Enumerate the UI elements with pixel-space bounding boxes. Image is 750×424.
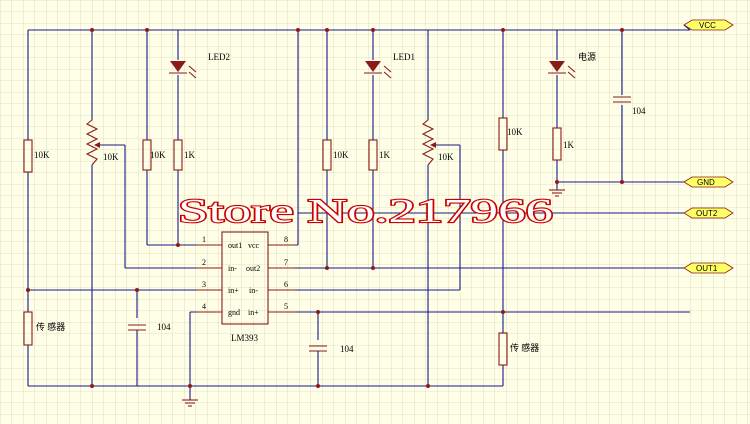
pin-4-number: 4	[202, 302, 206, 311]
led1-label: LED1	[393, 52, 415, 62]
cap3-label: 104	[632, 106, 646, 116]
cap1-label: 104	[157, 322, 171, 332]
pin-in-minus-right-label: in-	[249, 286, 258, 295]
port-gnd-label: GND	[697, 178, 715, 187]
pin-1-number: 1	[202, 235, 206, 244]
r5-label: 1K	[379, 150, 391, 160]
led-2: LED2	[169, 52, 230, 79]
capacitor-3: 104	[613, 96, 646, 116]
cap2-label: 104	[340, 344, 354, 354]
port-vcc: VCC	[683, 19, 734, 31]
r2-label: 10K	[150, 150, 166, 160]
r4-label: 10K	[333, 150, 349, 160]
resistor-r1: 10K	[23, 139, 50, 173]
resistor-r5: 1K	[368, 139, 391, 171]
vcc-rail	[27, 28, 690, 245]
pin-8-number: 8	[284, 235, 288, 244]
resistor-r7: 1K	[552, 127, 575, 161]
led-power: 电源	[548, 51, 596, 79]
r6-label: 10K	[507, 127, 523, 137]
sensor-1: 传 感器	[23, 311, 65, 346]
r7-label: 1K	[563, 140, 575, 150]
pin-3-number: 3	[202, 280, 206, 289]
resistor-r2: 10K	[142, 139, 166, 171]
port-out1-label: OUT1	[696, 264, 718, 273]
port-out2-label: OUT2	[696, 209, 718, 218]
pin-out2-label: out2	[246, 264, 260, 273]
sensor2-label: 传 感器	[510, 342, 539, 353]
signal-wires	[26, 75, 690, 340]
r1-label: 10K	[34, 150, 50, 160]
capacitor-2: 104	[309, 344, 354, 358]
led3-label: 电源	[578, 51, 596, 62]
pin-out1-label: out1	[228, 241, 242, 250]
sensor1-label: 传 感器	[36, 321, 65, 332]
pin-in-plus-right-label: in+	[248, 308, 259, 317]
port-out2: OUT2	[683, 207, 734, 219]
port-out1: OUT1	[683, 262, 734, 274]
resistor-r3: 1K	[173, 139, 196, 171]
pin-in-minus-left-label: in-	[228, 264, 237, 273]
pin-7-number: 7	[284, 258, 288, 267]
lm393-chip: 1 2 3 4 8 7 6 5 out1 vcc in- out2 in+ in…	[196, 231, 295, 343]
resistor-r4: 10K	[322, 139, 349, 171]
pin-gnd-label: gnd	[228, 308, 240, 317]
chip-name: LM393	[231, 333, 259, 343]
led-1: LED1	[364, 52, 415, 79]
pin-6-number: 6	[284, 280, 288, 289]
port-gnd: GND	[683, 176, 734, 188]
pin-5-number: 5	[284, 302, 288, 311]
potentiometer-2: 10K	[421, 119, 454, 166]
pin-in-plus-left-label: in+	[228, 286, 239, 295]
sensor-2: 传 感器	[498, 332, 539, 366]
pin-vcc-label: vcc	[248, 241, 260, 250]
resistor-r6: 10K	[498, 117, 523, 151]
capacitor-1: 104	[128, 322, 171, 338]
r3-label: 1K	[184, 150, 196, 160]
pin-2-number: 2	[202, 258, 206, 267]
gnd-rail	[27, 105, 690, 407]
port-vcc-label: VCC	[699, 21, 716, 30]
pot2-label: 10K	[438, 152, 454, 162]
potentiometer-1: 10K	[85, 119, 119, 166]
pot1-label: 10K	[103, 152, 119, 162]
store-watermark: Store No.217966	[178, 193, 553, 230]
led2-label: LED2	[208, 52, 230, 62]
